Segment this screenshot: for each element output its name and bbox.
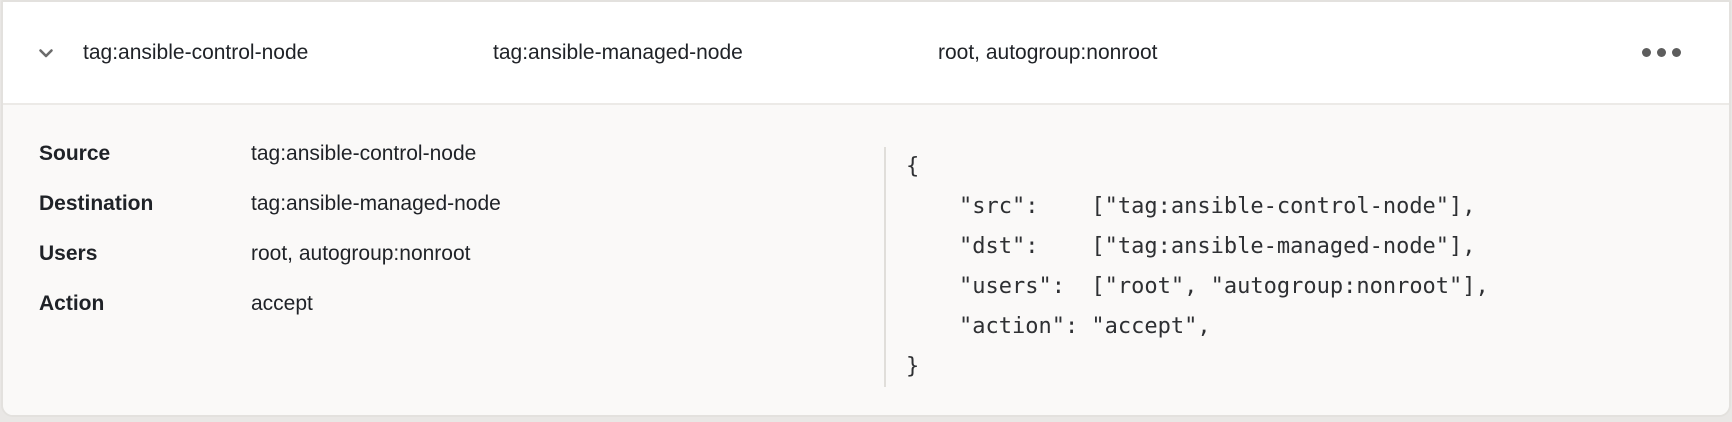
more-options-button[interactable]	[1632, 34, 1691, 71]
detail-label: Source	[39, 142, 111, 165]
detail-label: Action	[39, 292, 105, 315]
detail-value: root, autogroup:nonroot	[251, 242, 471, 265]
rule-details-list: Source tag:ansible-control-node Destinat…	[3, 105, 884, 329]
detail-value: accept	[251, 292, 313, 315]
detail-row-action: Action accept	[39, 279, 884, 329]
collapse-button[interactable]	[3, 42, 83, 64]
rule-header-row[interactable]: tag:ansible-control-node tag:ansible-man…	[3, 2, 1729, 105]
detail-label: Users	[39, 242, 98, 265]
detail-row-destination: Destination tag:ansible-managed-node	[39, 179, 884, 229]
header-destination: tag:ansible-managed-node	[493, 40, 743, 64]
chevron-down-icon	[35, 42, 57, 64]
header-users: root, autogroup:nonroot	[938, 40, 1158, 64]
header-source: tag:ansible-control-node	[83, 40, 309, 64]
detail-row-users: Users root, autogroup:nonroot	[39, 229, 884, 279]
ellipsis-icon	[1642, 48, 1681, 57]
detail-value: tag:ansible-managed-node	[251, 192, 501, 215]
detail-value: tag:ansible-control-node	[251, 142, 477, 165]
rule-expanded-panel: Source tag:ansible-control-node Destinat…	[3, 105, 1729, 415]
rule-json-block: { "src": ["tag:ansible-control-node"], "…	[884, 147, 1489, 387]
detail-label: Destination	[39, 192, 154, 215]
detail-row-source: Source tag:ansible-control-node	[39, 129, 884, 179]
rule-json-code: { "src": ["tag:ansible-control-node"], "…	[906, 154, 1489, 379]
